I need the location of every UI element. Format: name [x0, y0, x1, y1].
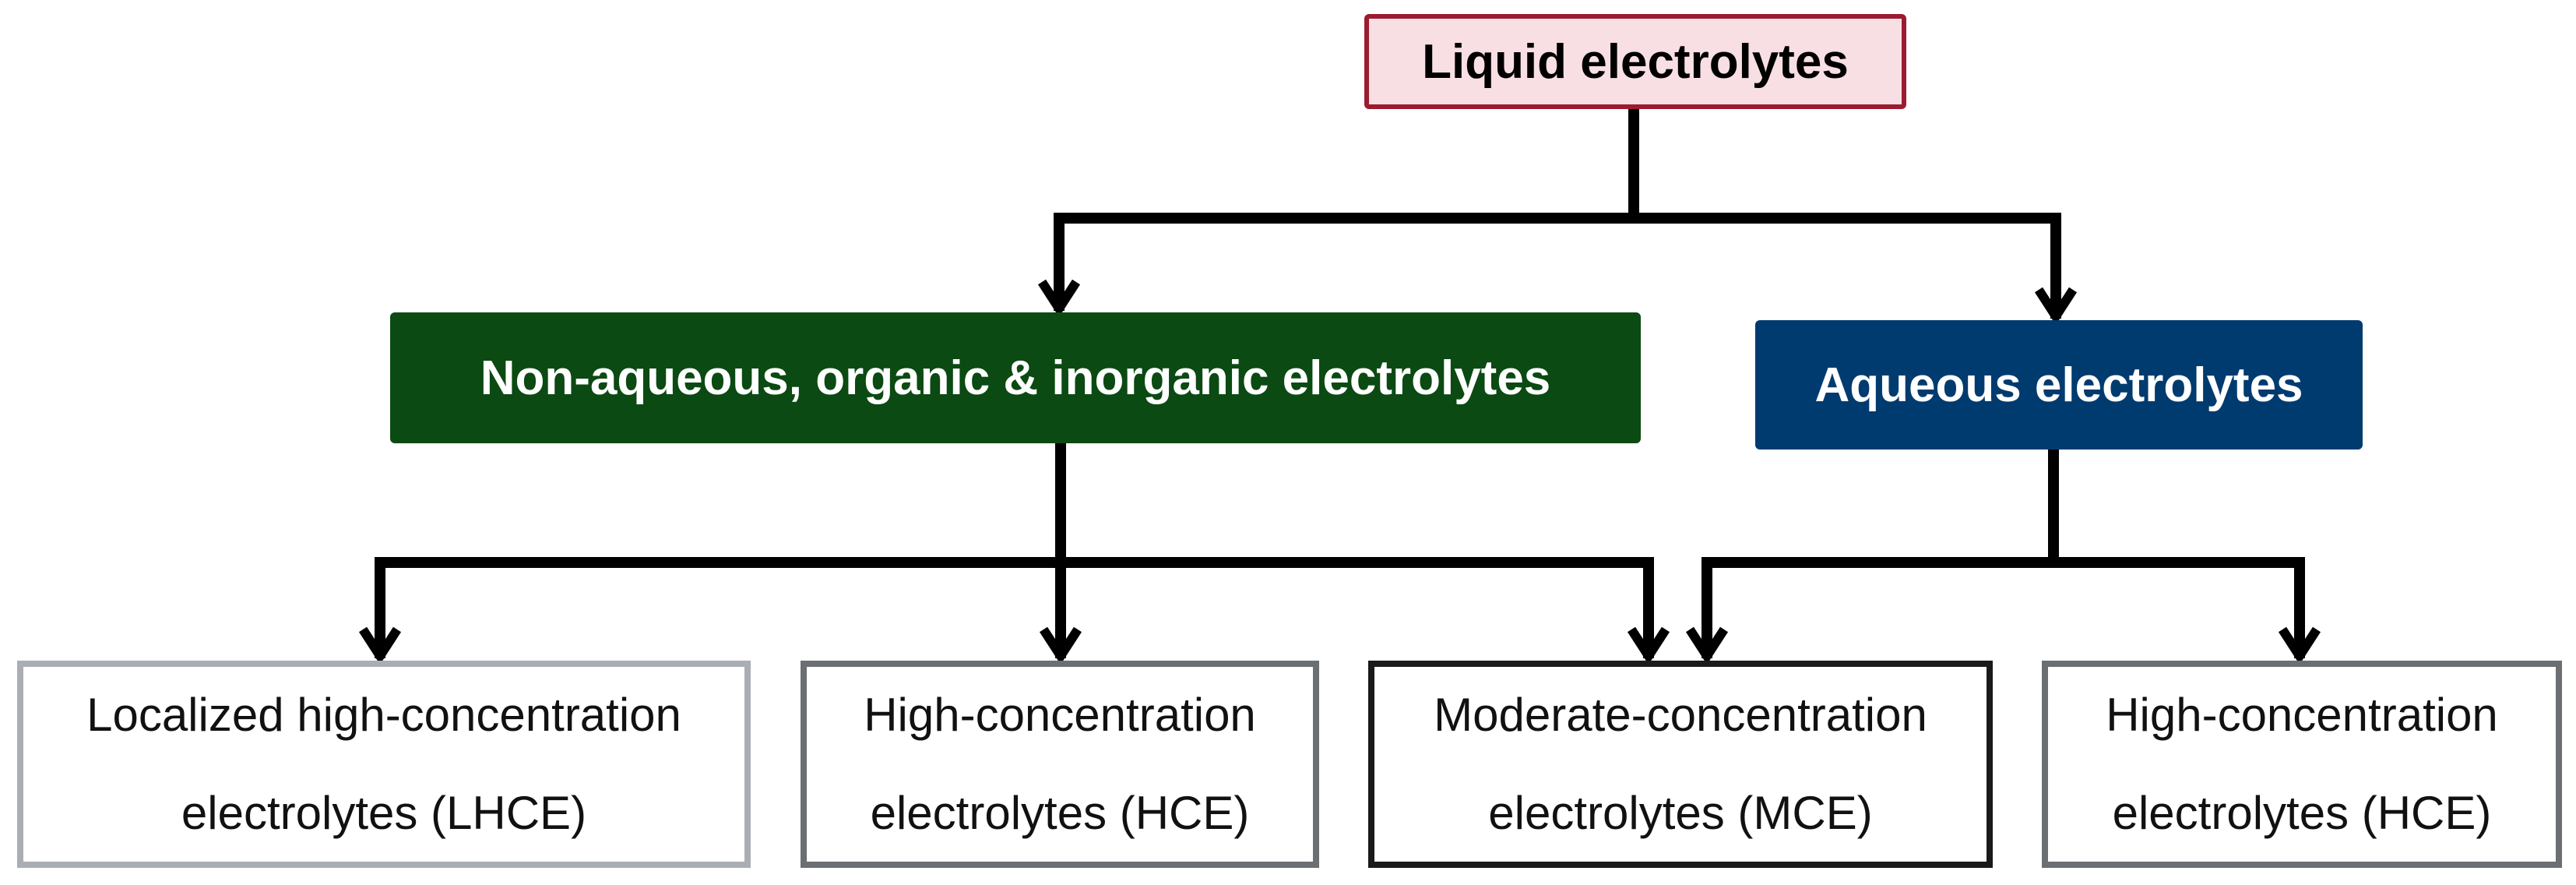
hce-aqueous-line2: electrolytes (HCE) [2112, 787, 2492, 839]
leaf-node-hce-non-aqueous: High-concentration electrolytes (HCE) [801, 661, 1319, 868]
leaf-node-hce-aqueous: High-concentration electrolytes (HCE) [2042, 661, 2562, 868]
arrowhead-lhce [358, 626, 402, 665]
leaf-node-mce: Moderate-concentration electrolytes (MCE… [1368, 661, 1993, 868]
non-aqueous-label: Non-aqueous, organic & inorganic electro… [480, 351, 1551, 405]
root-node-liquid-electrolytes: Liquid electrolytes [1364, 14, 1906, 109]
root-node-label: Liquid electrolytes [1422, 34, 1849, 89]
arrowhead-non-aqueous [1037, 279, 1081, 318]
arrowhead-hce-non-aqueous [1039, 626, 1082, 665]
arrowhead-mce-from-non-aqueous [1627, 626, 1670, 665]
mce-line2: electrolytes (MCE) [1488, 787, 1873, 839]
connector-lines [375, 104, 2305, 658]
lhce-line2: electrolytes (LHCE) [181, 787, 587, 839]
branch-node-aqueous: Aqueous electrolytes [1755, 320, 2363, 450]
hce-non-aqueous-line1: High-concentration [864, 689, 1256, 741]
mce-line1: Moderate-concentration [1434, 689, 1927, 741]
hce-aqueous-line1: High-concentration [2106, 689, 2498, 741]
leaf-node-lhce: Localized high-concentration electrolyte… [17, 661, 751, 868]
lhce-line1: Localized high-concentration [86, 689, 681, 741]
arrowhead-mce-from-aqueous [1685, 626, 1729, 665]
branch-node-non-aqueous: Non-aqueous, organic & inorganic electro… [390, 312, 1641, 443]
arrowhead-hce-aqueous [2278, 626, 2321, 665]
hce-non-aqueous-line2: electrolytes (HCE) [870, 787, 1250, 839]
arrowhead-aqueous [2034, 287, 2078, 326]
connector-arrowheads [358, 279, 2321, 665]
aqueous-label: Aqueous electrolytes [1814, 358, 2303, 412]
